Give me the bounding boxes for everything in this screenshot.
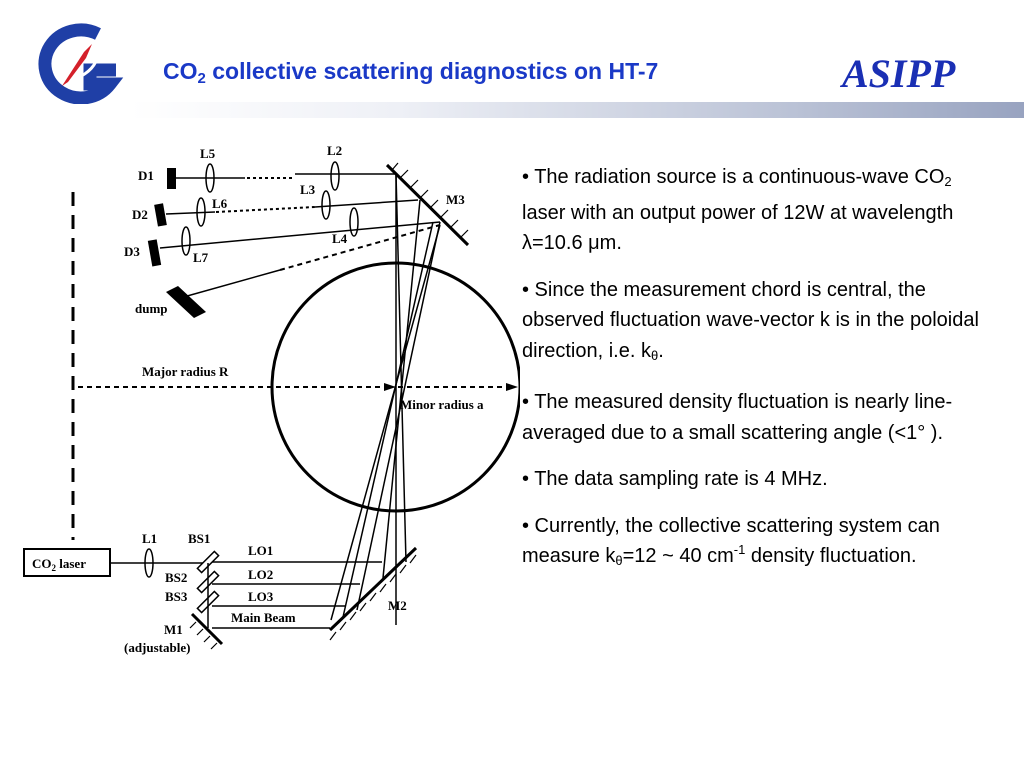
label-d1: D1 bbox=[138, 168, 154, 183]
bullet-sampling-rate: • The data sampling rate is 4 MHz. bbox=[522, 468, 828, 490]
lens-l7 bbox=[181, 226, 191, 256]
label-m3: M3 bbox=[446, 192, 465, 207]
label-m1: M1 bbox=[164, 622, 183, 637]
lens-l6 bbox=[196, 197, 206, 227]
beam-splitter-bs1 bbox=[196, 550, 220, 574]
brand-name: ASIPP bbox=[842, 51, 956, 96]
label-main-beam: Main Beam bbox=[231, 610, 296, 625]
asipp-logo-icon bbox=[38, 23, 124, 104]
label-m2: M2 bbox=[388, 598, 407, 613]
label-co2-laser: CO2 laser bbox=[32, 556, 86, 573]
label-bs1: BS1 bbox=[188, 531, 210, 546]
label-l7: L7 bbox=[193, 250, 209, 265]
header-divider bbox=[130, 102, 1024, 118]
beam-dump bbox=[166, 286, 206, 318]
label-m1-note: (adjustable) bbox=[124, 640, 190, 655]
label-lo1: LO1 bbox=[248, 543, 273, 558]
detector-d3 bbox=[147, 239, 162, 267]
label-lo3: LO3 bbox=[248, 589, 274, 604]
bullet-measurement-range: • Currently, the collective scattering s… bbox=[522, 514, 940, 569]
scattering-setup-diagram: D1 D2 D3 L5 L2 L6 L3 L7 L4 dump M3 Major… bbox=[23, 143, 520, 655]
bullet-density-fluctuation: • The measured density fluctuation is ne… bbox=[522, 391, 953, 444]
label-lo2: LO2 bbox=[248, 567, 273, 582]
lens-l3 bbox=[321, 190, 331, 220]
detector-d1 bbox=[167, 168, 176, 189]
label-d2: D2 bbox=[132, 207, 148, 222]
label-bs3: BS3 bbox=[165, 589, 188, 604]
label-dump: dump bbox=[135, 301, 168, 316]
lens-l5 bbox=[205, 163, 215, 193]
label-d3: D3 bbox=[124, 244, 140, 259]
label-bs2: BS2 bbox=[165, 570, 187, 585]
label-l3: L3 bbox=[300, 182, 316, 197]
bullet-radiation-source: • The radiation source is a continuous-w… bbox=[522, 166, 954, 254]
lens-l1 bbox=[144, 548, 154, 578]
label-l1: L1 bbox=[142, 531, 157, 546]
bullet-list: • The radiation source is a continuous-w… bbox=[522, 162, 992, 593]
lens-l4 bbox=[349, 207, 359, 237]
label-l4: L4 bbox=[332, 231, 348, 246]
label-major-radius: Major radius R bbox=[142, 364, 229, 379]
label-l5: L5 bbox=[200, 146, 216, 161]
label-l6: L6 bbox=[212, 196, 228, 211]
bullet-measurement-chord: • Since the measurement chord is central… bbox=[522, 278, 979, 363]
page-title: CO2 collective scattering diagnostics on… bbox=[163, 58, 659, 87]
label-l2: L2 bbox=[327, 143, 342, 158]
label-minor-radius: Minor radius a bbox=[400, 397, 484, 412]
lens-l2 bbox=[330, 161, 340, 191]
detector-d2 bbox=[154, 203, 167, 227]
